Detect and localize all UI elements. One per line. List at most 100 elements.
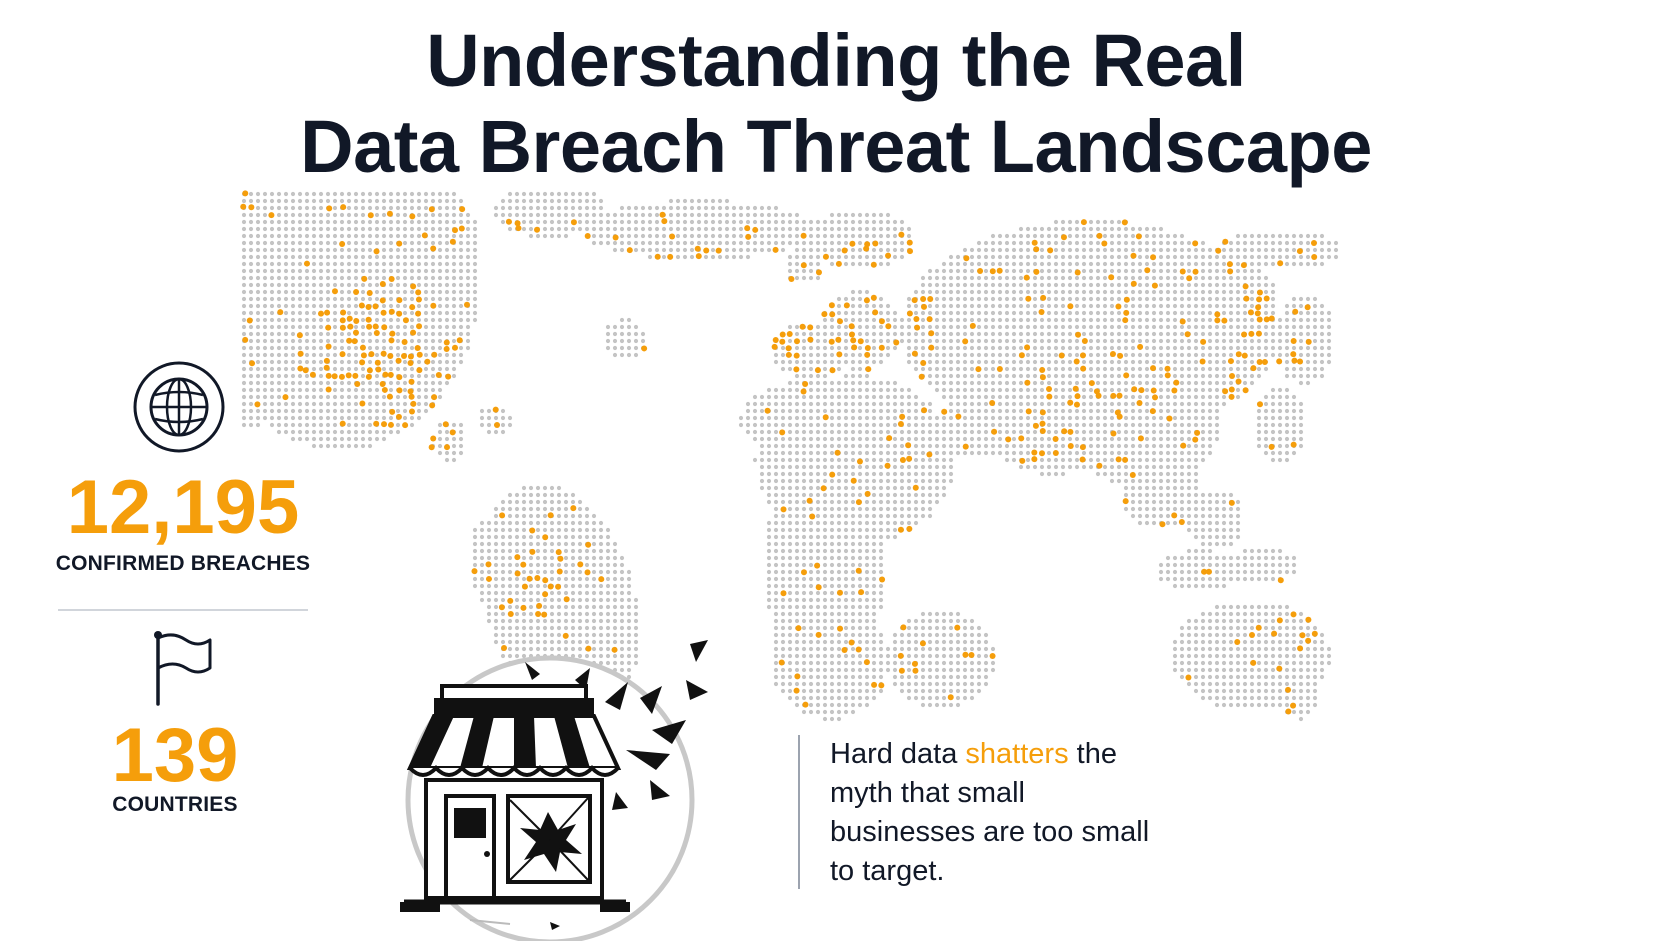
breach-marker xyxy=(661,218,668,225)
breach-marker xyxy=(1305,616,1312,623)
breach-marker xyxy=(906,310,913,317)
breach-marker xyxy=(1268,315,1275,322)
breach-marker xyxy=(1135,233,1142,240)
breach-marker xyxy=(1067,303,1074,310)
breach-marker xyxy=(1263,295,1270,302)
breach-marker xyxy=(297,365,304,372)
breach-marker xyxy=(379,381,386,388)
breach-marker xyxy=(1164,372,1171,379)
breach-marker xyxy=(947,694,954,701)
breaches-count: 12,195 xyxy=(66,465,300,550)
breach-marker xyxy=(373,329,380,336)
breach-marker xyxy=(778,659,785,666)
breach-marker xyxy=(1130,252,1137,259)
breach-marker xyxy=(366,289,373,296)
breach-marker xyxy=(800,569,807,576)
breach-marker xyxy=(1214,311,1221,318)
breach-marker xyxy=(1241,331,1248,338)
breach-marker xyxy=(912,484,919,491)
breach-marker xyxy=(407,388,414,395)
breach-marker xyxy=(1290,702,1297,709)
breach-marker xyxy=(1305,338,1312,345)
breach-marker xyxy=(529,548,536,555)
breach-marker xyxy=(456,337,463,344)
breach-marker xyxy=(268,212,275,219)
breach-marker xyxy=(585,645,592,652)
breach-marker xyxy=(1138,387,1145,394)
breach-marker xyxy=(541,611,548,618)
breach-marker xyxy=(521,583,528,590)
breach-marker xyxy=(529,527,536,534)
breach-markers xyxy=(240,190,1318,716)
breach-marker xyxy=(1079,352,1086,359)
breach-marker xyxy=(331,373,338,380)
breach-marker xyxy=(1194,429,1201,436)
breach-marker xyxy=(401,352,408,359)
breach-marker xyxy=(375,366,382,373)
breach-marker xyxy=(1276,358,1283,365)
breach-marker xyxy=(387,353,394,360)
breach-marker xyxy=(857,338,864,345)
breach-marker xyxy=(1039,409,1046,416)
breach-marker xyxy=(975,366,982,373)
breach-marker xyxy=(1072,385,1079,392)
breach-marker xyxy=(1149,408,1156,415)
breach-marker xyxy=(1173,379,1180,386)
breach-marker xyxy=(302,367,309,374)
breach-marker xyxy=(381,324,388,331)
breach-marker xyxy=(388,275,395,282)
breach-marker xyxy=(941,408,948,415)
breach-marker xyxy=(325,343,332,350)
breach-marker xyxy=(836,318,843,325)
breach-marker xyxy=(849,240,856,247)
breach-marker xyxy=(848,323,855,330)
breach-marker xyxy=(367,212,374,219)
breach-marker xyxy=(886,435,893,442)
breach-marker xyxy=(1257,401,1264,408)
breach-marker xyxy=(912,667,919,674)
breach-marker xyxy=(346,337,353,344)
breach-marker xyxy=(1242,283,1249,290)
breach-marker xyxy=(800,232,807,239)
breach-marker xyxy=(715,247,722,254)
breach-marker xyxy=(563,596,570,603)
breach-marker xyxy=(911,660,918,667)
breach-marker xyxy=(331,288,338,295)
breach-marker xyxy=(1285,686,1292,693)
breach-marker xyxy=(1023,274,1030,281)
breach-marker xyxy=(962,338,969,345)
breach-marker xyxy=(1031,239,1038,246)
breach-marker xyxy=(1116,392,1123,399)
breach-marker xyxy=(611,646,618,653)
breach-marker xyxy=(703,247,710,254)
breach-marker xyxy=(829,367,836,374)
breach-marker xyxy=(954,624,961,631)
breach-marker xyxy=(1192,240,1199,247)
tagline: Hard data shatters the myth that small b… xyxy=(830,735,1150,891)
breach-marker xyxy=(555,549,562,556)
breach-marker xyxy=(1137,343,1144,350)
breach-marker xyxy=(1243,295,1250,302)
breach-marker xyxy=(1039,427,1046,434)
breach-marker xyxy=(1184,331,1191,338)
breach-marker xyxy=(585,541,592,548)
breach-marker xyxy=(1018,352,1025,359)
breach-marker xyxy=(612,234,619,241)
breach-marker xyxy=(352,329,359,336)
breach-marker xyxy=(928,330,935,337)
breach-marker xyxy=(926,316,933,323)
breach-marker xyxy=(786,330,793,337)
breach-marker xyxy=(325,372,332,379)
breach-marker xyxy=(365,373,372,380)
page-title: Understanding the Real Data Breach Threa… xyxy=(0,18,1672,190)
breach-marker xyxy=(1058,352,1065,359)
breach-marker xyxy=(807,324,814,331)
breach-marker xyxy=(913,315,920,322)
breach-marker xyxy=(814,367,821,374)
breach-marker xyxy=(416,351,423,358)
breach-marker xyxy=(1290,351,1297,358)
breach-marker xyxy=(240,203,247,210)
breach-marker xyxy=(338,373,345,380)
breach-marker xyxy=(897,420,904,427)
breach-marker xyxy=(296,332,303,339)
